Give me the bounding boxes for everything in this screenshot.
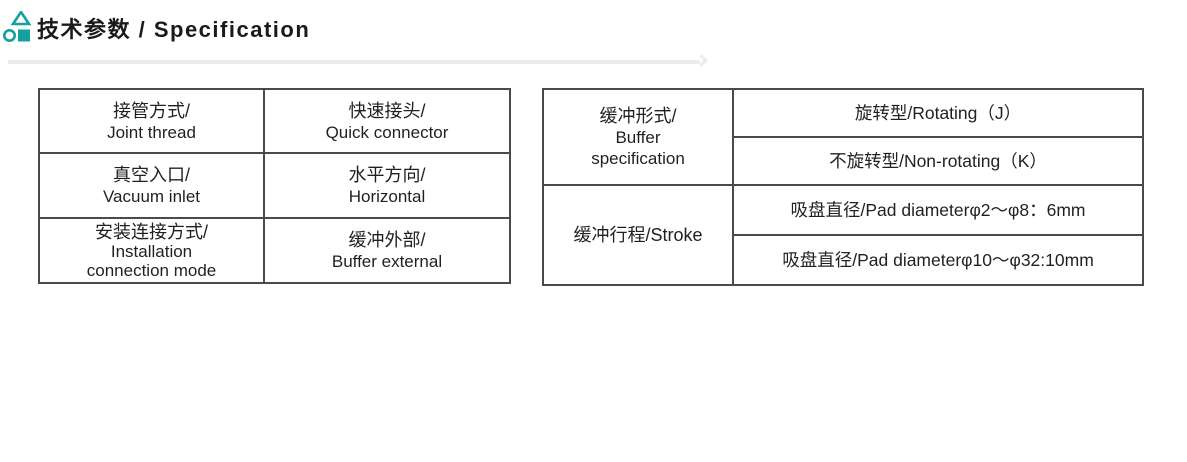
- table-cell-buffer-external: 缓冲外部/ Buffer external: [265, 219, 511, 284]
- cell-text-zh: 缓冲形式/: [599, 106, 677, 126]
- cell-text: 不旋转型/Non-rotating（K）: [829, 150, 1047, 171]
- table-cell-non-rotating-k: 不旋转型/Non-rotating（K）: [734, 138, 1144, 186]
- cell-text-en2: specification: [591, 149, 685, 168]
- cell-text-zh: 接管方式/: [112, 100, 190, 121]
- cell-text: 缓冲行程/Stroke: [573, 224, 703, 245]
- cell-text-en: Buffer: [615, 128, 661, 147]
- header-underline: [8, 60, 700, 64]
- right-spec-table: 缓冲形式/ Buffer specification 旋转型/Rotating（…: [542, 88, 1144, 286]
- table-cell-vacuum-inlet: 真空入口/ Vacuum inlet: [40, 154, 265, 219]
- table-cell-pad-diameter-small: 吸盘直径/Pad diameterφ2～φ8：6mm: [734, 186, 1144, 236]
- cell-text: 旋转型/Rotating（J）: [854, 102, 1022, 123]
- cell-text-zh: 真空入口/: [112, 165, 190, 185]
- table-cell-pad-diameter-large: 吸盘直径/Pad diameterφ10～φ32:10mm: [734, 236, 1144, 286]
- table-cell-buffer-specification: 缓冲形式/ Buffer specification: [544, 90, 734, 186]
- table-cell-installation-mode: 安装连接方式/ Installation connection mode: [40, 219, 265, 284]
- table-cell-quick-connector: 快速接头/ Quick connector: [265, 90, 511, 154]
- cell-text-zh: 水平方向/: [348, 165, 426, 185]
- cell-text-en2: connection mode: [86, 260, 217, 280]
- cell-text-en: Joint thread: [107, 122, 196, 142]
- table-cell-stroke: 缓冲行程/Stroke: [544, 186, 734, 286]
- table-cell-rotating-j: 旋转型/Rotating（J）: [734, 90, 1144, 138]
- cell-text-en: Vacuum inlet: [102, 187, 200, 206]
- cell-text-zh: 快速接头/: [348, 100, 426, 121]
- cell-text-en: Quick connector: [325, 122, 449, 142]
- cell-text: 吸盘直径/Pad diameterφ2～φ8：6mm: [790, 199, 1086, 220]
- cell-text-en: Buffer external: [331, 252, 443, 271]
- triangle-circle-square-icon: [3, 11, 32, 42]
- cell-text-en: Horizontal: [348, 187, 426, 206]
- section-title: 技术参数 / Specification: [37, 17, 311, 42]
- table-cell-horizontal: 水平方向/ Horizontal: [265, 154, 511, 219]
- cell-text: 吸盘直径/Pad diameterφ10～φ32:10mm: [782, 249, 1094, 270]
- section-header: 技术参数 / Specification: [0, 8, 1187, 67]
- header-underline-chevron-icon: [695, 54, 708, 67]
- table-cell-joint-thread: 接管方式/ Joint thread: [40, 90, 265, 154]
- cell-text-zh: 安装连接方式/: [94, 221, 208, 242]
- left-spec-table: 接管方式/ Joint thread 快速接头/ Quick connector…: [38, 88, 511, 284]
- cell-text-en: Installation: [110, 241, 193, 261]
- cell-text-zh: 缓冲外部/: [348, 230, 426, 250]
